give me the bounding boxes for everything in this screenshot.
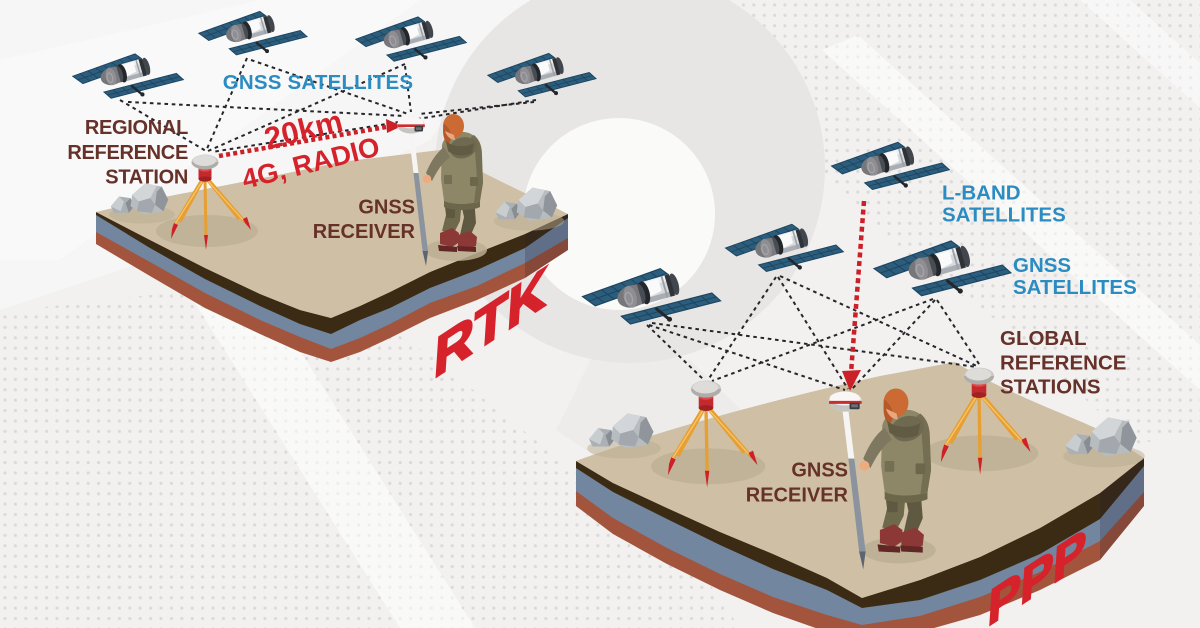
svg-text:STATION: STATION (105, 167, 188, 189)
svg-text:SATELLITES: SATELLITES (1013, 276, 1137, 299)
svg-text:RECEIVER: RECEIVER (313, 221, 416, 243)
svg-text:GNSS SATELLITES: GNSS SATELLITES (223, 71, 414, 94)
svg-text:L-BAND: L-BAND (942, 182, 1021, 205)
svg-text:STATIONS: STATIONS (1000, 376, 1101, 399)
svg-text:REFERENCE: REFERENCE (1000, 352, 1126, 375)
svg-text:GNSS: GNSS (358, 197, 415, 219)
svg-text:SATELLITES: SATELLITES (942, 204, 1066, 227)
svg-text:GNSS: GNSS (1013, 254, 1071, 277)
svg-text:REFERENCE: REFERENCE (67, 142, 188, 164)
svg-text:GNSS: GNSS (791, 460, 848, 482)
svg-text:RECEIVER: RECEIVER (746, 485, 849, 507)
svg-text:GLOBAL: GLOBAL (1000, 327, 1087, 350)
svg-text:REGIONAL: REGIONAL (85, 117, 188, 139)
